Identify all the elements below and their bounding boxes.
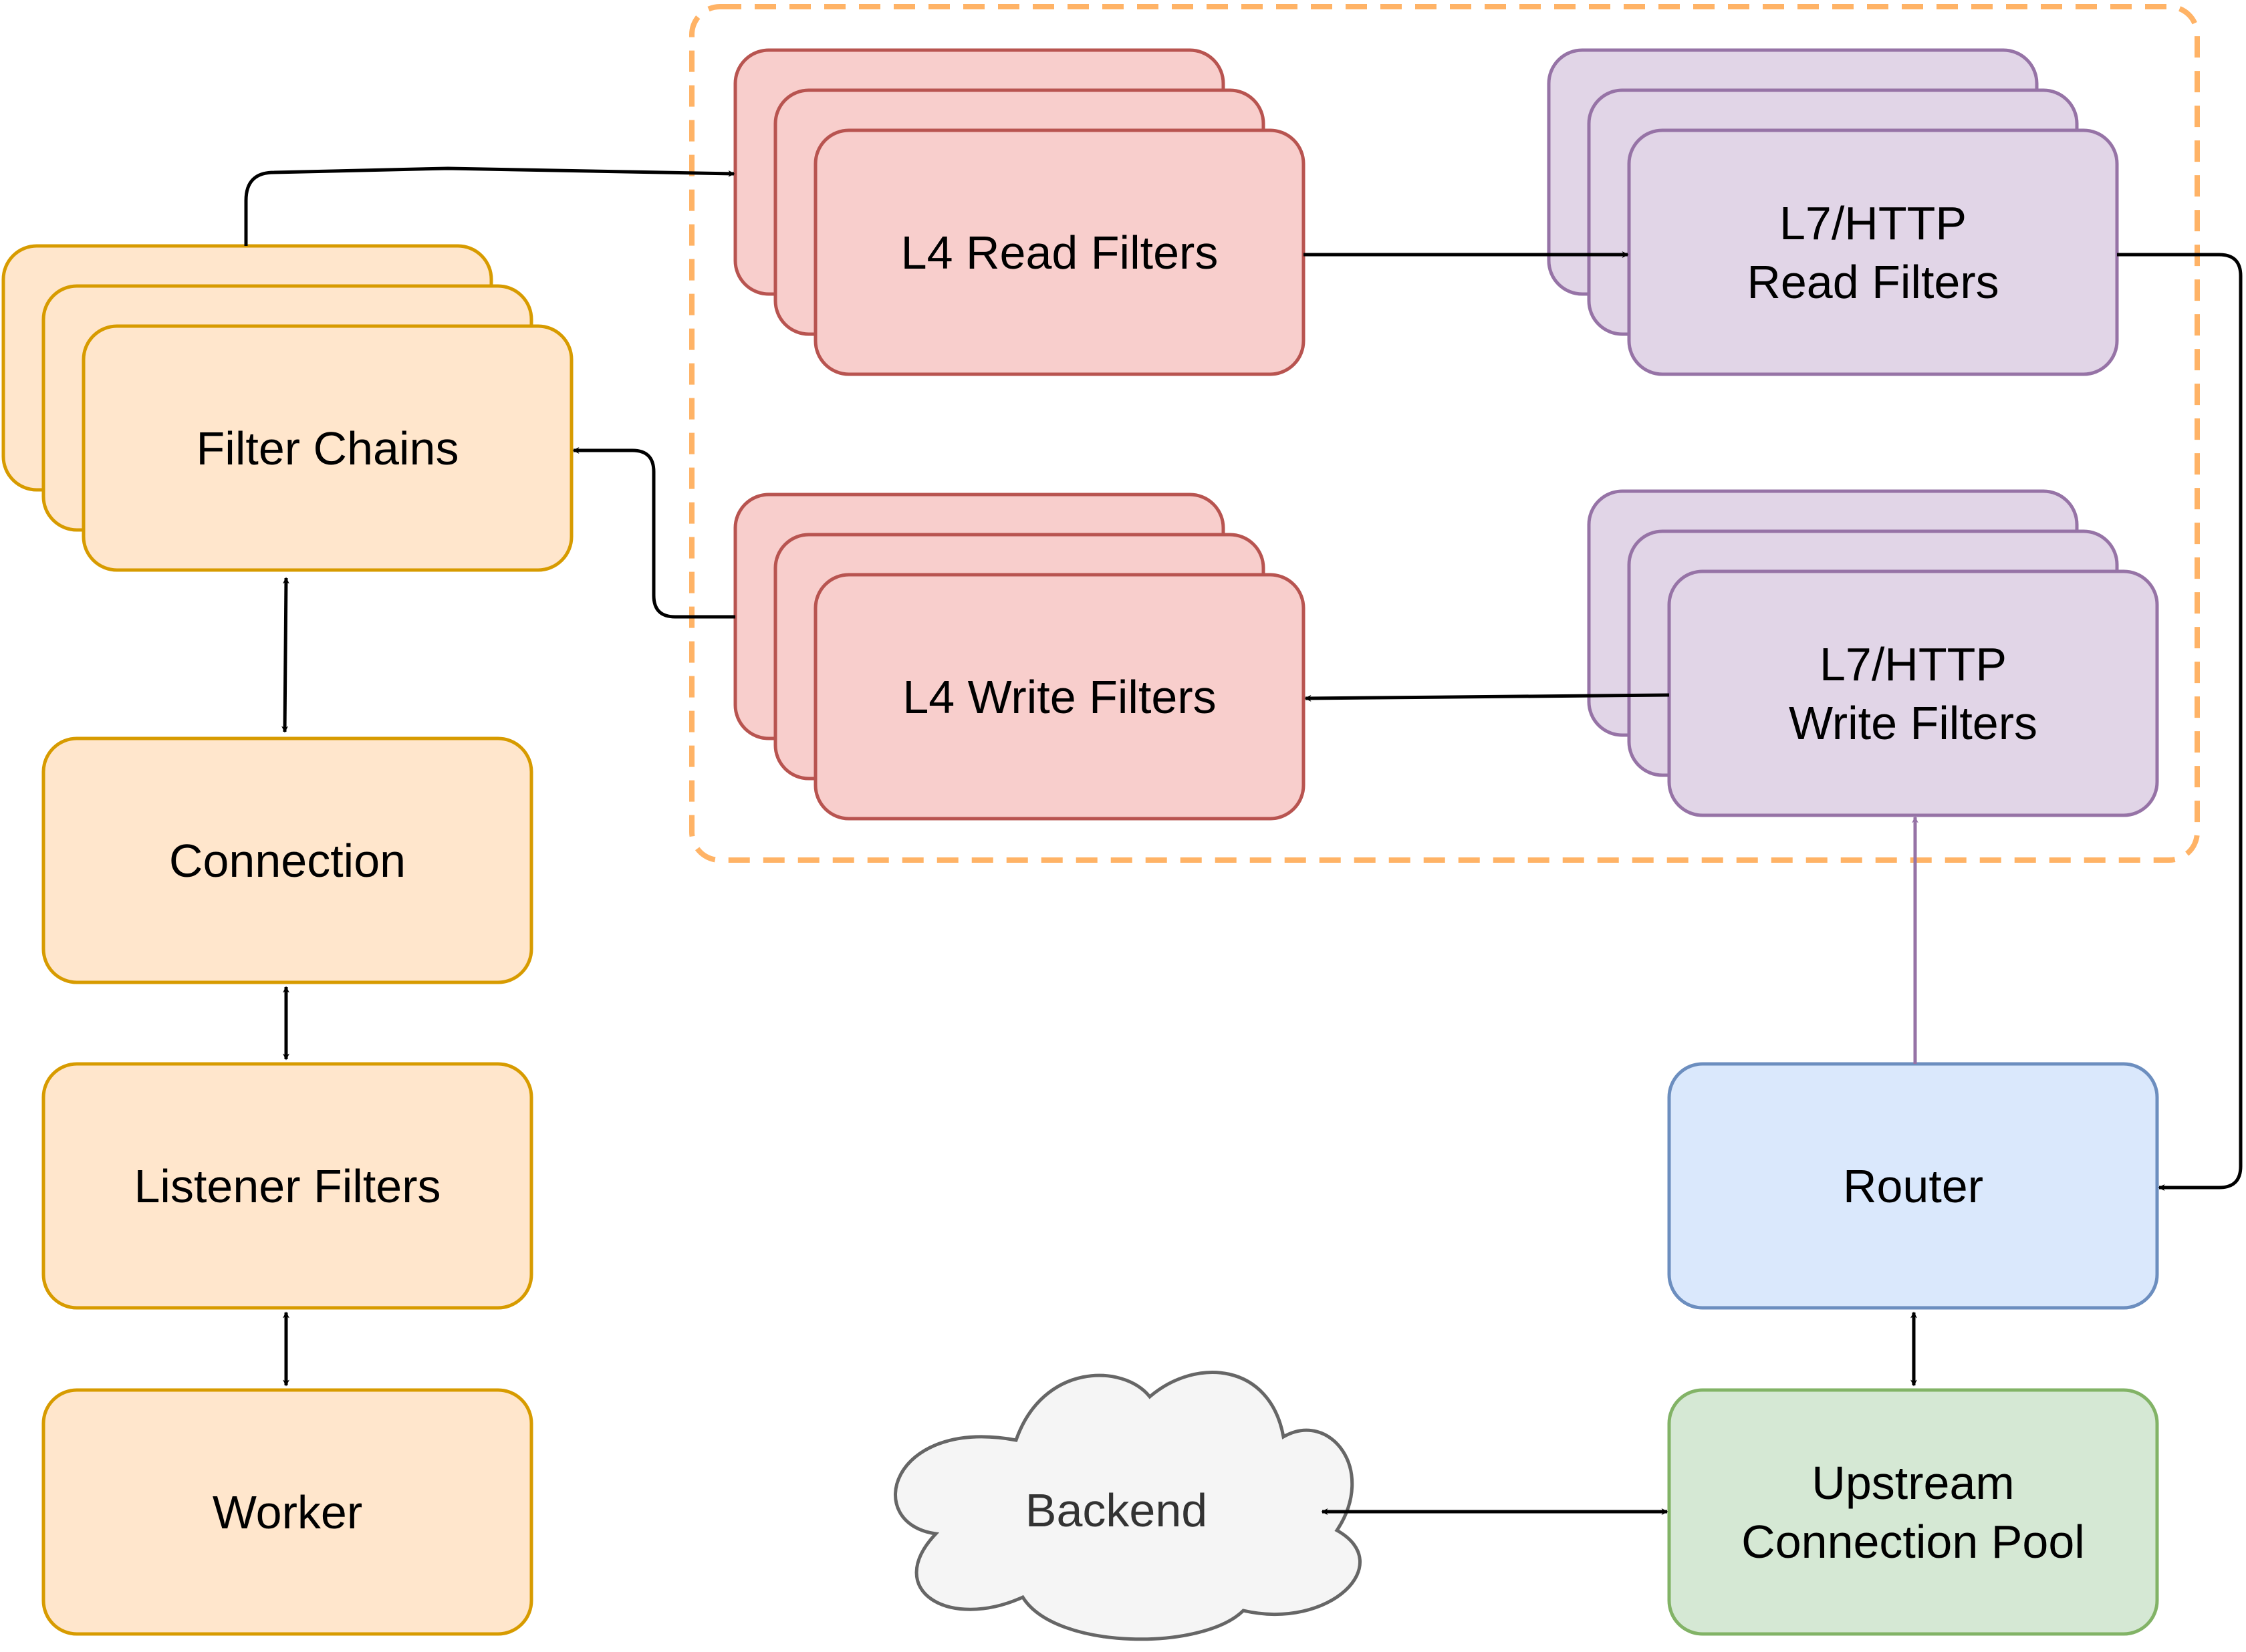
l7-write-filters-stack (1587, 489, 2159, 817)
l7-write-filters-node (1667, 569, 2159, 817)
edge-l7read-to-router (2117, 253, 2243, 1191)
router-node (1667, 1062, 2159, 1310)
edge-filterchains-to-l4read (244, 166, 735, 246)
l4-read-filters-stack (733, 48, 1305, 376)
l4-write-filters-node (814, 573, 1305, 821)
listener-filters-node (41, 1062, 533, 1310)
filters-group-border (689, 4, 2200, 863)
l7-read-filters-stack (1547, 48, 2119, 376)
l4-write-filters-stack (733, 493, 1305, 821)
worker-node (41, 1388, 533, 1636)
edge-l7write-to-l4write (1304, 693, 1670, 702)
upstream-pool-node (1667, 1388, 2159, 1636)
l4-read-filters-node (814, 128, 1305, 376)
l7-read-filters-node (1627, 128, 2119, 376)
filter-chains-node (82, 324, 574, 572)
edge-l4write-to-filterchains (572, 447, 735, 619)
filter-chains-stack (1, 244, 574, 572)
edge-filterchains-connection (281, 577, 289, 733)
backend-cloud (894, 1371, 1362, 1641)
connection-node (41, 736, 533, 984)
